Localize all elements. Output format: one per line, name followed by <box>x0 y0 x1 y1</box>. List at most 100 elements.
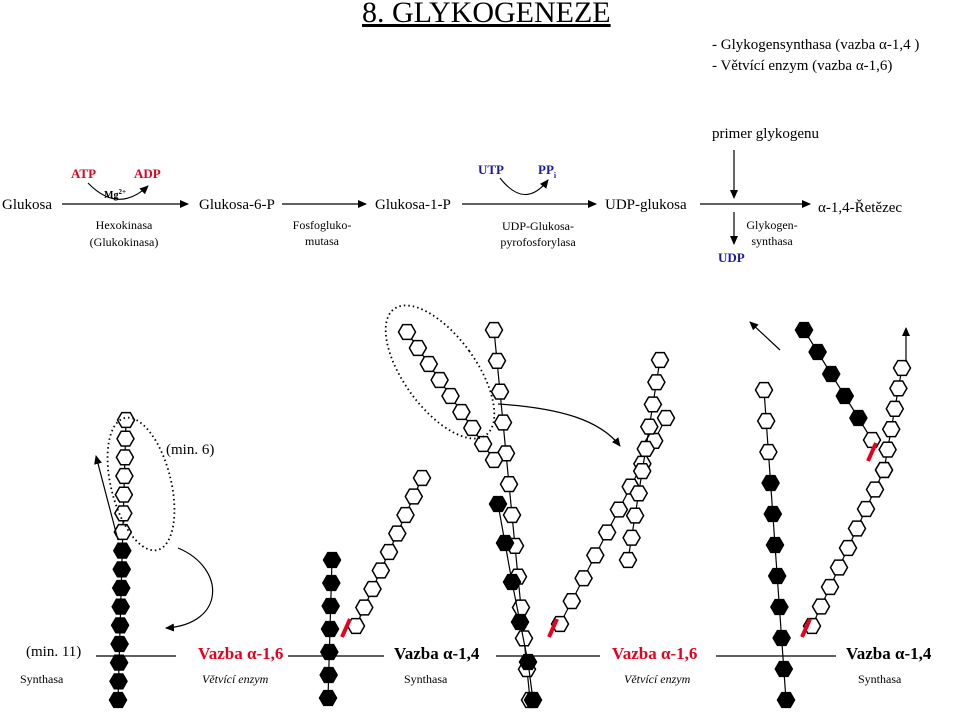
utp-label: UTP <box>478 162 504 177</box>
glucose-unit-new <box>113 505 133 522</box>
branch-cut-mark <box>340 618 352 638</box>
glucose-unit-old <box>523 691 543 709</box>
glucose-unit-old <box>112 561 132 578</box>
glucose-unit-new <box>862 431 882 449</box>
glucose-unit-new <box>419 355 439 373</box>
glucose-unit-new <box>379 543 399 561</box>
glucose-unit-new <box>473 435 493 453</box>
glucose-unit-new <box>363 580 382 598</box>
arrow-transfer-1 <box>165 547 214 632</box>
glucose-unit-new <box>484 321 504 339</box>
atp-label: ATP <box>71 166 96 181</box>
glucose-unit-new <box>865 481 885 498</box>
glucose-unit-new <box>881 421 901 438</box>
glucose-unit-new <box>484 451 504 469</box>
glucose-chain <box>484 321 540 709</box>
adp-label: ADP <box>134 166 161 181</box>
step-2-bond: Vazba α-1,4 <box>394 644 480 663</box>
glucose-unit-new <box>650 351 670 369</box>
compound-glukosa-1-p: Glukosa-1-P <box>375 197 451 213</box>
ppi-label: PPi <box>538 162 557 180</box>
selection-ellipse-2 <box>384 304 496 440</box>
atp-adp-arrow <box>87 182 149 200</box>
glucose-unit-new <box>116 430 135 447</box>
glucose-unit-old <box>776 691 796 709</box>
page-title: 8. GLYKOGENEZE <box>362 0 611 29</box>
glucose-unit-new <box>874 461 894 479</box>
glucose-unit-old <box>774 660 794 678</box>
step-enzyme-first: Synthasa <box>20 672 64 686</box>
glucose-chain <box>874 359 912 479</box>
glucose-unit-new <box>408 339 428 357</box>
glucose-unit-old <box>761 474 780 492</box>
glucose-unit-new <box>502 506 522 524</box>
glucose-unit-old <box>112 542 132 559</box>
step-1-bond: Vazba α-1,6 <box>198 644 283 663</box>
bullet-vetvici-enzym: - Větvící enzym (vazba α-1,6) <box>712 58 893 74</box>
glucose-unit-old <box>109 654 129 671</box>
enzyme-glykogensynthasa-1: Glykogen- <box>746 218 797 232</box>
branch-cut-mark <box>547 618 559 638</box>
glucose-unit-new <box>514 630 534 647</box>
glucose-unit-new <box>115 467 134 485</box>
glucose-unit-old <box>320 620 340 638</box>
glucose-unit-old <box>321 574 341 592</box>
glucose-unit-old <box>495 534 515 552</box>
glucose-unit-new <box>609 501 629 518</box>
glucose-unit-new <box>441 387 460 405</box>
glucose-unit-new <box>490 383 510 400</box>
glycogen-chains <box>108 321 912 709</box>
glucose-unit-old <box>322 551 342 569</box>
glucose-unit-old <box>109 673 128 690</box>
glucose-unit-new <box>430 371 449 389</box>
glucose-unit-new <box>632 462 652 480</box>
glucose-unit-new <box>639 418 659 435</box>
glucose-unit-old <box>111 579 131 597</box>
glucose-unit-old <box>770 598 789 616</box>
glucose-chain <box>754 381 796 709</box>
glucose-unit-new <box>847 520 867 537</box>
glucose-unit-new <box>629 485 649 502</box>
enzyme-pyrofosforylasa-2: pyrofosforylasa <box>500 235 576 249</box>
glucose-unit-old <box>319 666 339 684</box>
glucose-chain <box>318 551 342 707</box>
glucose-unit-new <box>115 449 135 466</box>
glucose-chain <box>794 321 882 449</box>
glucose-unit-old <box>808 343 827 361</box>
step-2-enzyme: Synthasa <box>404 672 448 686</box>
step-3-bond: Vazba α-1,6 <box>612 644 697 663</box>
udp-label: UDP <box>718 250 745 265</box>
glucose-unit-old <box>835 387 855 405</box>
glucose-chain <box>550 409 676 633</box>
glucose-unit-old <box>318 689 338 707</box>
glucose-unit-new <box>585 547 605 564</box>
glucose-unit-old <box>510 613 530 631</box>
enzyme-fosfoglukomutasa-2: mutasa <box>305 234 340 248</box>
step-4-bond: Vazba α-1,4 <box>846 644 932 663</box>
glucose-unit-new <box>452 403 471 421</box>
glucose-unit-new <box>354 599 374 616</box>
enzyme-hexokinasa: Hexokinasa <box>96 218 153 232</box>
glucose-unit-new <box>838 539 858 557</box>
enzyme-glukokinasa: (Glukokinasa) <box>90 235 159 249</box>
glucose-chain <box>397 323 504 469</box>
compound-udp-glukosa: UDP-glukosa <box>605 197 687 213</box>
glucose-chain <box>802 461 894 635</box>
glucose-unit-new <box>493 414 513 431</box>
glucose-unit-old <box>110 635 129 653</box>
glucose-unit-new <box>889 380 908 397</box>
step-4-enzyme: Synthasa <box>858 672 902 686</box>
branch-cut-mark <box>800 618 812 638</box>
glucose-unit-new <box>371 562 391 579</box>
arrow-transfer-2 <box>497 403 621 447</box>
glucose-unit-new <box>511 599 531 616</box>
compound-alpha-chain: α-1,4-Řetězec <box>818 199 902 216</box>
glucose-unit-old <box>772 629 791 647</box>
glucose-unit-new <box>885 400 905 417</box>
glucose-unit-old <box>488 495 508 513</box>
glucose-unit-new <box>499 476 519 493</box>
step-3-enzyme: Větvící enzym <box>624 672 691 686</box>
glucose-chain <box>346 469 432 635</box>
glucose-unit-new <box>622 529 641 546</box>
